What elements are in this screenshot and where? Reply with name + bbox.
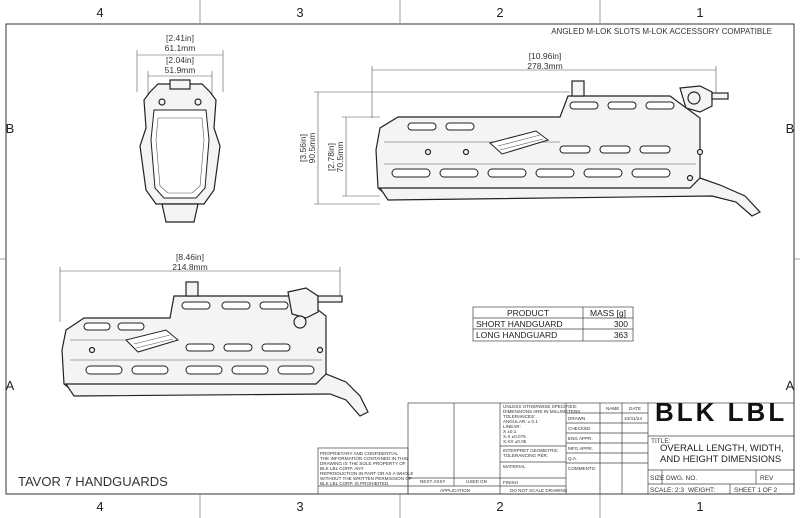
brand-logo: BLK LBL — [655, 397, 787, 427]
long-top-post — [571, 80, 585, 97]
long-length-in: [10.96in] — [529, 51, 562, 61]
dwg-no-label: DWG. NO. — [666, 475, 697, 482]
zone-row-label: A — [6, 378, 15, 393]
long-length-mm: 278.3mm — [527, 61, 562, 71]
front-width-inner-in: [2.04in] — [166, 55, 194, 65]
spec-line: UNLESS OTHERWISE SPECIFIED: — [503, 404, 577, 409]
mass-table-header-mass: MASS [g] — [590, 308, 626, 318]
short-bipod-knob — [287, 287, 319, 319]
drawing-title-line: AND HEIGHT DIMENSIONS — [660, 454, 781, 465]
long-handguard-lower-rail — [378, 177, 761, 217]
zone-col-label: 2 — [496, 5, 503, 20]
long-height-body-in: [2.78in] — [326, 143, 336, 171]
front-top-rail — [169, 79, 191, 90]
long-height-total-mm: 90.5mm — [307, 133, 317, 164]
application-label: APPLICATION — [440, 488, 470, 493]
title-block: BLK LBL UNLESS OTHERWISE SPECIFIED: DIME… — [317, 397, 795, 495]
proprietary-line: THE INFORMATION CONTAINED IN THIS — [320, 456, 408, 461]
front-width-outer-mm: 61.1mm — [165, 43, 196, 53]
rev-label: REV — [760, 475, 774, 482]
proprietary-line: BLK LBL CORP. ANY — [320, 466, 364, 471]
signoff-row-label: CHECKED — [568, 426, 591, 431]
proprietary-line: REPRODUCTION IN PART OR AS A WHOLE — [320, 471, 413, 476]
proprietary-line: PROPRIETARY AND CONFIDENTIAL — [320, 451, 399, 456]
signoff-row-label: Q.A. — [568, 456, 577, 461]
short-length-in: [8.46in] — [176, 252, 204, 262]
long-handguard-view: [10.96in] 278.3mm [3.56in] 90.5mm [2.78i… — [298, 51, 761, 217]
weight-label: WEIGHT: — [688, 487, 715, 494]
short-handguard-lower-rail — [64, 373, 369, 417]
front-view: [2.41in] 61.1mm [2.04in] 51.9mm — [136, 33, 224, 223]
short-grip-texture — [125, 329, 180, 353]
mass-table-header-product: PRODUCT — [507, 308, 549, 318]
used-on-label: USED ON — [466, 479, 487, 484]
mass-table-cell: 300 — [614, 319, 628, 329]
spec-line: X ±0.1 — [503, 429, 517, 434]
geo-tolerance-line: INTERPRET GEOMETRIC — [503, 448, 559, 453]
spec-line: X.XX ±0.05 — [503, 439, 527, 444]
header-note: ANGLED M-LOK SLOTS M-LOK ACCESSORY COMPA… — [551, 27, 772, 36]
zone-row-label: B — [786, 121, 795, 136]
long-height-body-mm: 70.5mm — [335, 142, 345, 173]
long-height-total-in: [3.56in] — [298, 134, 308, 162]
zone-row-label: A — [786, 378, 795, 393]
signoff-row-label: COMMENTS: — [568, 466, 596, 471]
short-length-mm: 214.8mm — [172, 262, 207, 272]
zone-col-label: 4 — [96, 5, 103, 20]
proprietary-line: WITHOUT THE WRITTEN PERMISSION OF — [320, 476, 412, 481]
front-profile-bore — [150, 109, 210, 199]
no-scale-note: DO NOT SCALE DRAWING — [510, 488, 568, 493]
signoff-row-label: ENG APPR. — [568, 436, 593, 441]
mass-table-cell: LONG HANDGUARD — [476, 330, 557, 340]
signoff-row-label: DRAWN — [568, 416, 585, 421]
mass-table: PRODUCT MASS [g] SHORT HANDGUARD 300 LON… — [472, 306, 634, 342]
drawing-title-line: OVERALL LENGTH, WIDTH, — [660, 443, 784, 454]
name-column-header: NAME — [606, 406, 619, 411]
spec-line: LINEAR: — [503, 424, 521, 429]
spec-line: DIMENSIONS ARE IN MILLIMETERS — [503, 409, 580, 414]
sheet-label: SHEET 1 OF 2 — [734, 487, 778, 494]
zone-col-label: 1 — [696, 5, 703, 20]
date-column-header: DATE — [629, 406, 641, 411]
finish-label: FINISH — [503, 480, 518, 485]
proprietary-line: DRAWING IS THE SOLE PROPERTY OF — [320, 461, 406, 466]
front-lower-lug — [161, 203, 199, 223]
drawing-label: TAVOR 7 HANDGUARDS — [18, 474, 168, 489]
drawn-date: 10/31/24 — [624, 416, 642, 421]
spec-line: X.X ±0.075 — [503, 434, 526, 439]
zone-row-label: B — [6, 121, 15, 136]
proprietary-line: BLK LBL CORP. IS PROHIBITED. — [320, 481, 389, 486]
spec-line: TOLERANCES: — [503, 414, 535, 419]
zone-col-label: 2 — [496, 499, 503, 514]
zone-col-label: 1 — [696, 499, 703, 514]
mass-table-cell: 363 — [614, 330, 628, 340]
signoff-row-label: MFG APPR. — [568, 446, 593, 451]
scale-label: SCALE: 2:3 — [650, 487, 684, 494]
next-assy-label: NEXT ASSY — [420, 479, 445, 484]
front-width-outer-in: [2.41in] — [166, 33, 194, 43]
mass-table-cell: SHORT HANDGUARD — [476, 319, 563, 329]
spec-line: ANGULAR: ± 0.1 — [503, 419, 538, 424]
zone-col-label: 4 — [96, 499, 103, 514]
zone-col-label: 3 — [296, 5, 303, 20]
zone-col-label: 3 — [296, 499, 303, 514]
material-label: MATERIAL — [503, 464, 526, 469]
title-label: TITLE: — [651, 438, 671, 445]
short-handguard-view: [8.46in] 214.8mm — [59, 252, 369, 417]
front-width-inner-mm: 51.9mm — [165, 65, 196, 75]
geo-tolerance-line: TOLERANCING PER: — [503, 453, 548, 458]
size-label: SIZE — [650, 475, 665, 482]
